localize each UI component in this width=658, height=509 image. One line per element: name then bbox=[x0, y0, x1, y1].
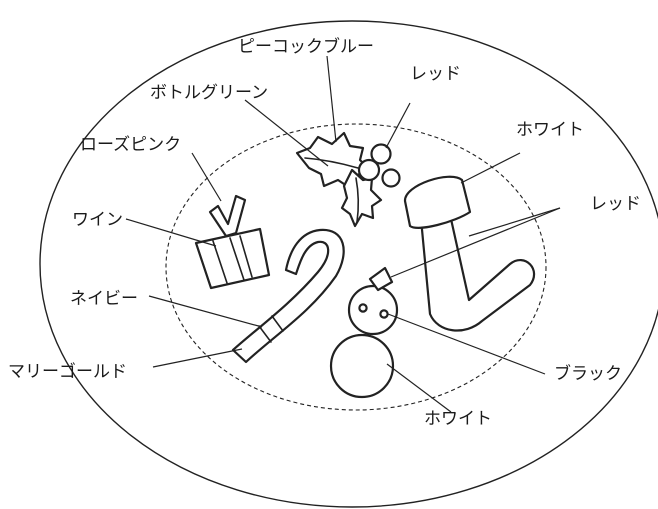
label-navy: ネイビー bbox=[70, 289, 138, 309]
dashed-inner-ellipse bbox=[165, 123, 547, 411]
label-peacock-blue: ピーコックブルー bbox=[238, 36, 374, 57]
label-marigold: マリーゴールド bbox=[8, 361, 127, 382]
holly-motif bbox=[295, 131, 401, 228]
label-white-snowman: ホワイト bbox=[424, 409, 492, 429]
outer-ellipse bbox=[39, 20, 658, 508]
label-red-stocking: レッド bbox=[590, 194, 641, 214]
label-wine: ワイン bbox=[72, 210, 123, 230]
snowman-motif bbox=[329, 266, 399, 399]
stocking-motif bbox=[403, 175, 536, 332]
label-red-holly: レッド bbox=[410, 64, 461, 84]
gift-box-motif bbox=[194, 194, 271, 290]
label-rose-pink: ローズピンク bbox=[80, 135, 181, 155]
candy-cane-motif bbox=[231, 228, 345, 364]
label-white-stocking: ホワイト bbox=[516, 120, 584, 140]
label-black: ブラック bbox=[554, 363, 622, 384]
leader-lines bbox=[125, 55, 561, 413]
label-bottle-green: ボトルグリーン bbox=[150, 83, 268, 103]
